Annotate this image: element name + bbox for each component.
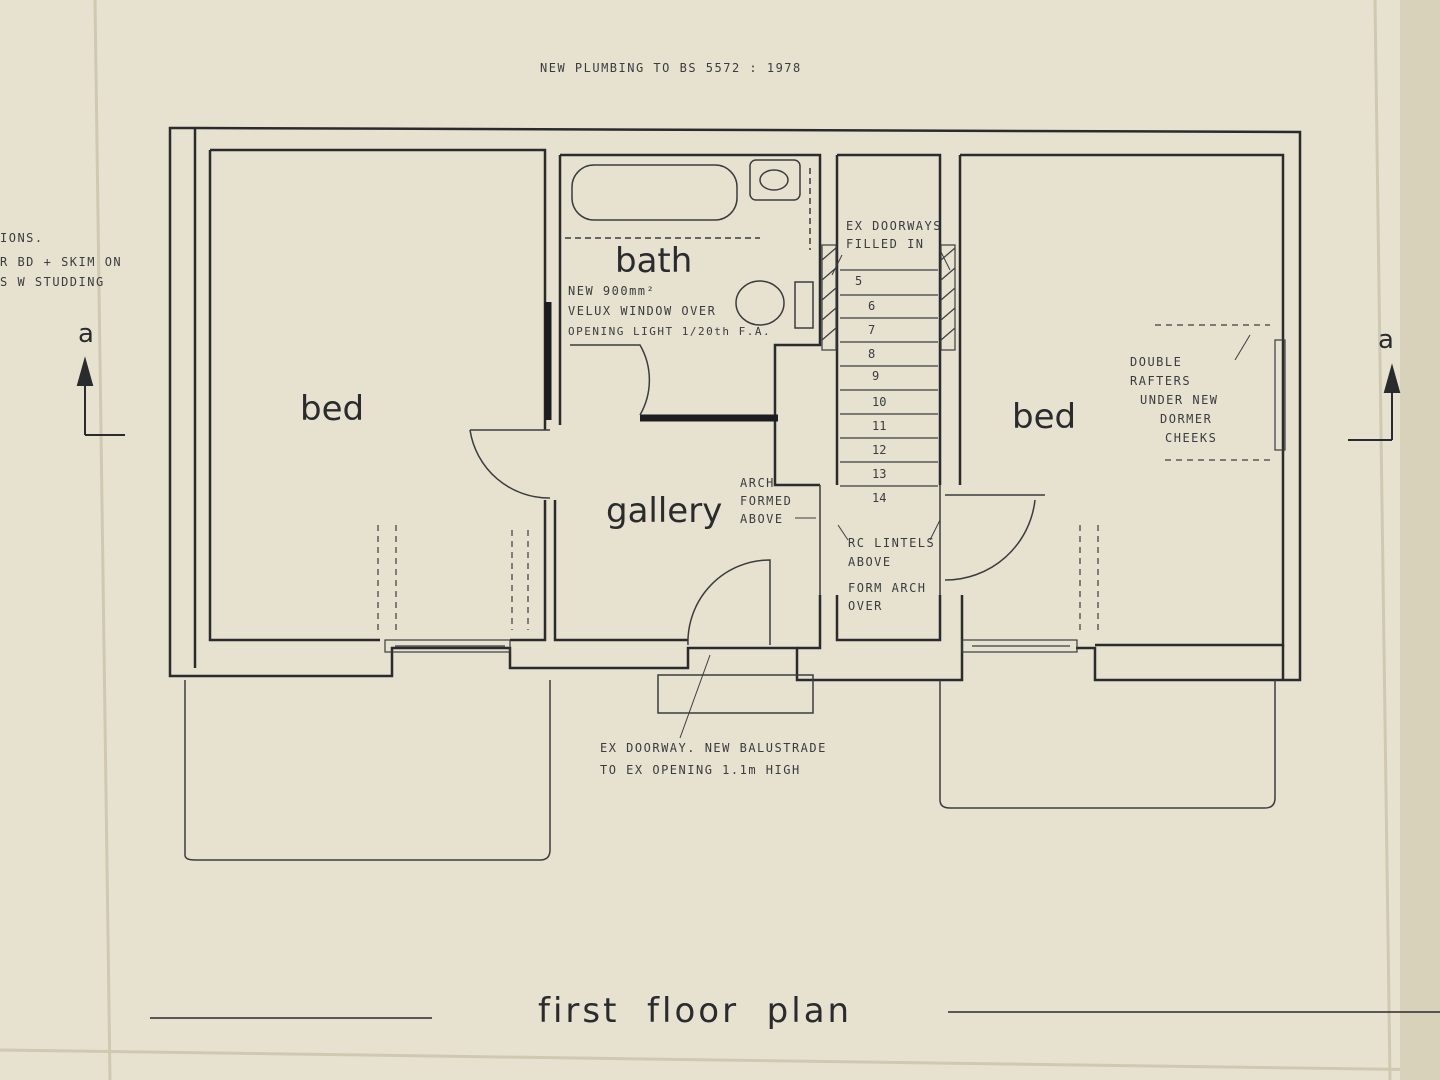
step-number: 5 — [855, 274, 862, 288]
annotation-line: ABOVE — [740, 512, 784, 526]
annotation-line: RAFTERS — [1130, 374, 1191, 388]
room-label-bath: bath — [615, 241, 692, 281]
double-rafters-annotation: DOUBLE RAFTERS UNDER NEW DORMER CHEEKS — [1130, 334, 1251, 445]
room-label-gallery: gallery — [606, 491, 722, 531]
annotation-line: ARCH — [740, 476, 775, 490]
rc-lintels-annotation: RC LINTELS ABOVE — [837, 519, 941, 569]
section-marker-left — [76, 356, 125, 436]
annotation-line: NEW 900mm² — [568, 284, 655, 298]
section-marker-right — [1348, 363, 1401, 441]
toilet-cistern — [794, 281, 814, 329]
step-number: 13 — [872, 467, 886, 481]
section-label-right: a — [1378, 325, 1394, 355]
toilet — [735, 280, 785, 326]
plumbing-note: NEW PLUMBING TO BS 5572 : 1978 — [540, 61, 802, 75]
basin-bowl — [759, 169, 789, 191]
arch-formed-annotation: ARCH FORMED ABOVE — [740, 476, 816, 526]
annotation-line: TO EX OPENING 1.1m HIGH — [600, 763, 801, 777]
step-number: 11 — [872, 419, 886, 433]
form-arch-annotation: FORM ARCH OVER — [848, 581, 927, 613]
step-number: 9 — [872, 369, 879, 383]
annotation-line: FORMED — [740, 494, 792, 508]
annotation-line: DOUBLE — [1130, 355, 1182, 369]
step-number: 7 — [868, 323, 875, 337]
annotation-line: RC LINTELS — [848, 536, 935, 550]
velux-annotation: NEW 900mm² VELUX WINDOW OVER OPENING LIG… — [568, 284, 771, 338]
annotation-line: EX DOORWAY. NEW BALUSTRADE — [600, 741, 827, 755]
drawing-title: first floor plan — [538, 991, 852, 1031]
step-number: 6 — [868, 299, 875, 313]
doorways-filled-annotation: EX DOORWAYS FILLED IN — [831, 219, 951, 276]
room-label-bed-left: bed — [300, 389, 364, 429]
step-number: 8 — [868, 347, 875, 361]
section-label-left: a — [78, 319, 94, 349]
step-number: 10 — [872, 395, 886, 409]
filled-doorway-hatching — [821, 244, 956, 351]
annotation-line: DORMER — [1160, 412, 1212, 426]
left-note-line: S W STUDDING — [0, 275, 105, 289]
annotation-line: ABOVE — [848, 555, 892, 569]
new-partition-walls — [544, 302, 778, 422]
ground-floor-outlines — [184, 674, 1276, 861]
washbasin — [749, 159, 801, 201]
room-label-bed-right: bed — [1012, 397, 1076, 437]
stair-step-numbers: 5 6 7 8 9 10 11 12 13 14 — [855, 274, 886, 505]
annotation-line: FILLED IN — [846, 237, 925, 251]
annotation-line: VELUX WINDOW OVER — [568, 304, 716, 318]
annotation-line: UNDER NEW — [1140, 393, 1219, 407]
annotation-line: CHEEKS — [1165, 431, 1217, 445]
annotation-line: EX DOORWAYS — [846, 219, 942, 233]
annotation-line: FORM ARCH — [848, 581, 927, 595]
bath-fixtures — [565, 159, 814, 329]
paper-edge — [1400, 0, 1440, 1080]
step-number: 12 — [872, 443, 886, 457]
annotation-line: OVER — [848, 599, 883, 613]
outer-walls — [168, 126, 1302, 682]
door-swings — [469, 344, 1045, 646]
windows — [377, 324, 1286, 653]
annotation-line: OPENING LIGHT 1/20th F.A. — [568, 325, 771, 338]
bathtub — [571, 164, 738, 221]
left-note-line: R BD + SKIM ON — [0, 255, 122, 269]
staircase — [840, 269, 938, 487]
step-number: 14 — [872, 491, 886, 505]
left-note-line: IONS. — [0, 231, 44, 245]
balustrade-annotation: EX DOORWAY. NEW BALUSTRADE TO EX OPENING… — [600, 654, 827, 777]
